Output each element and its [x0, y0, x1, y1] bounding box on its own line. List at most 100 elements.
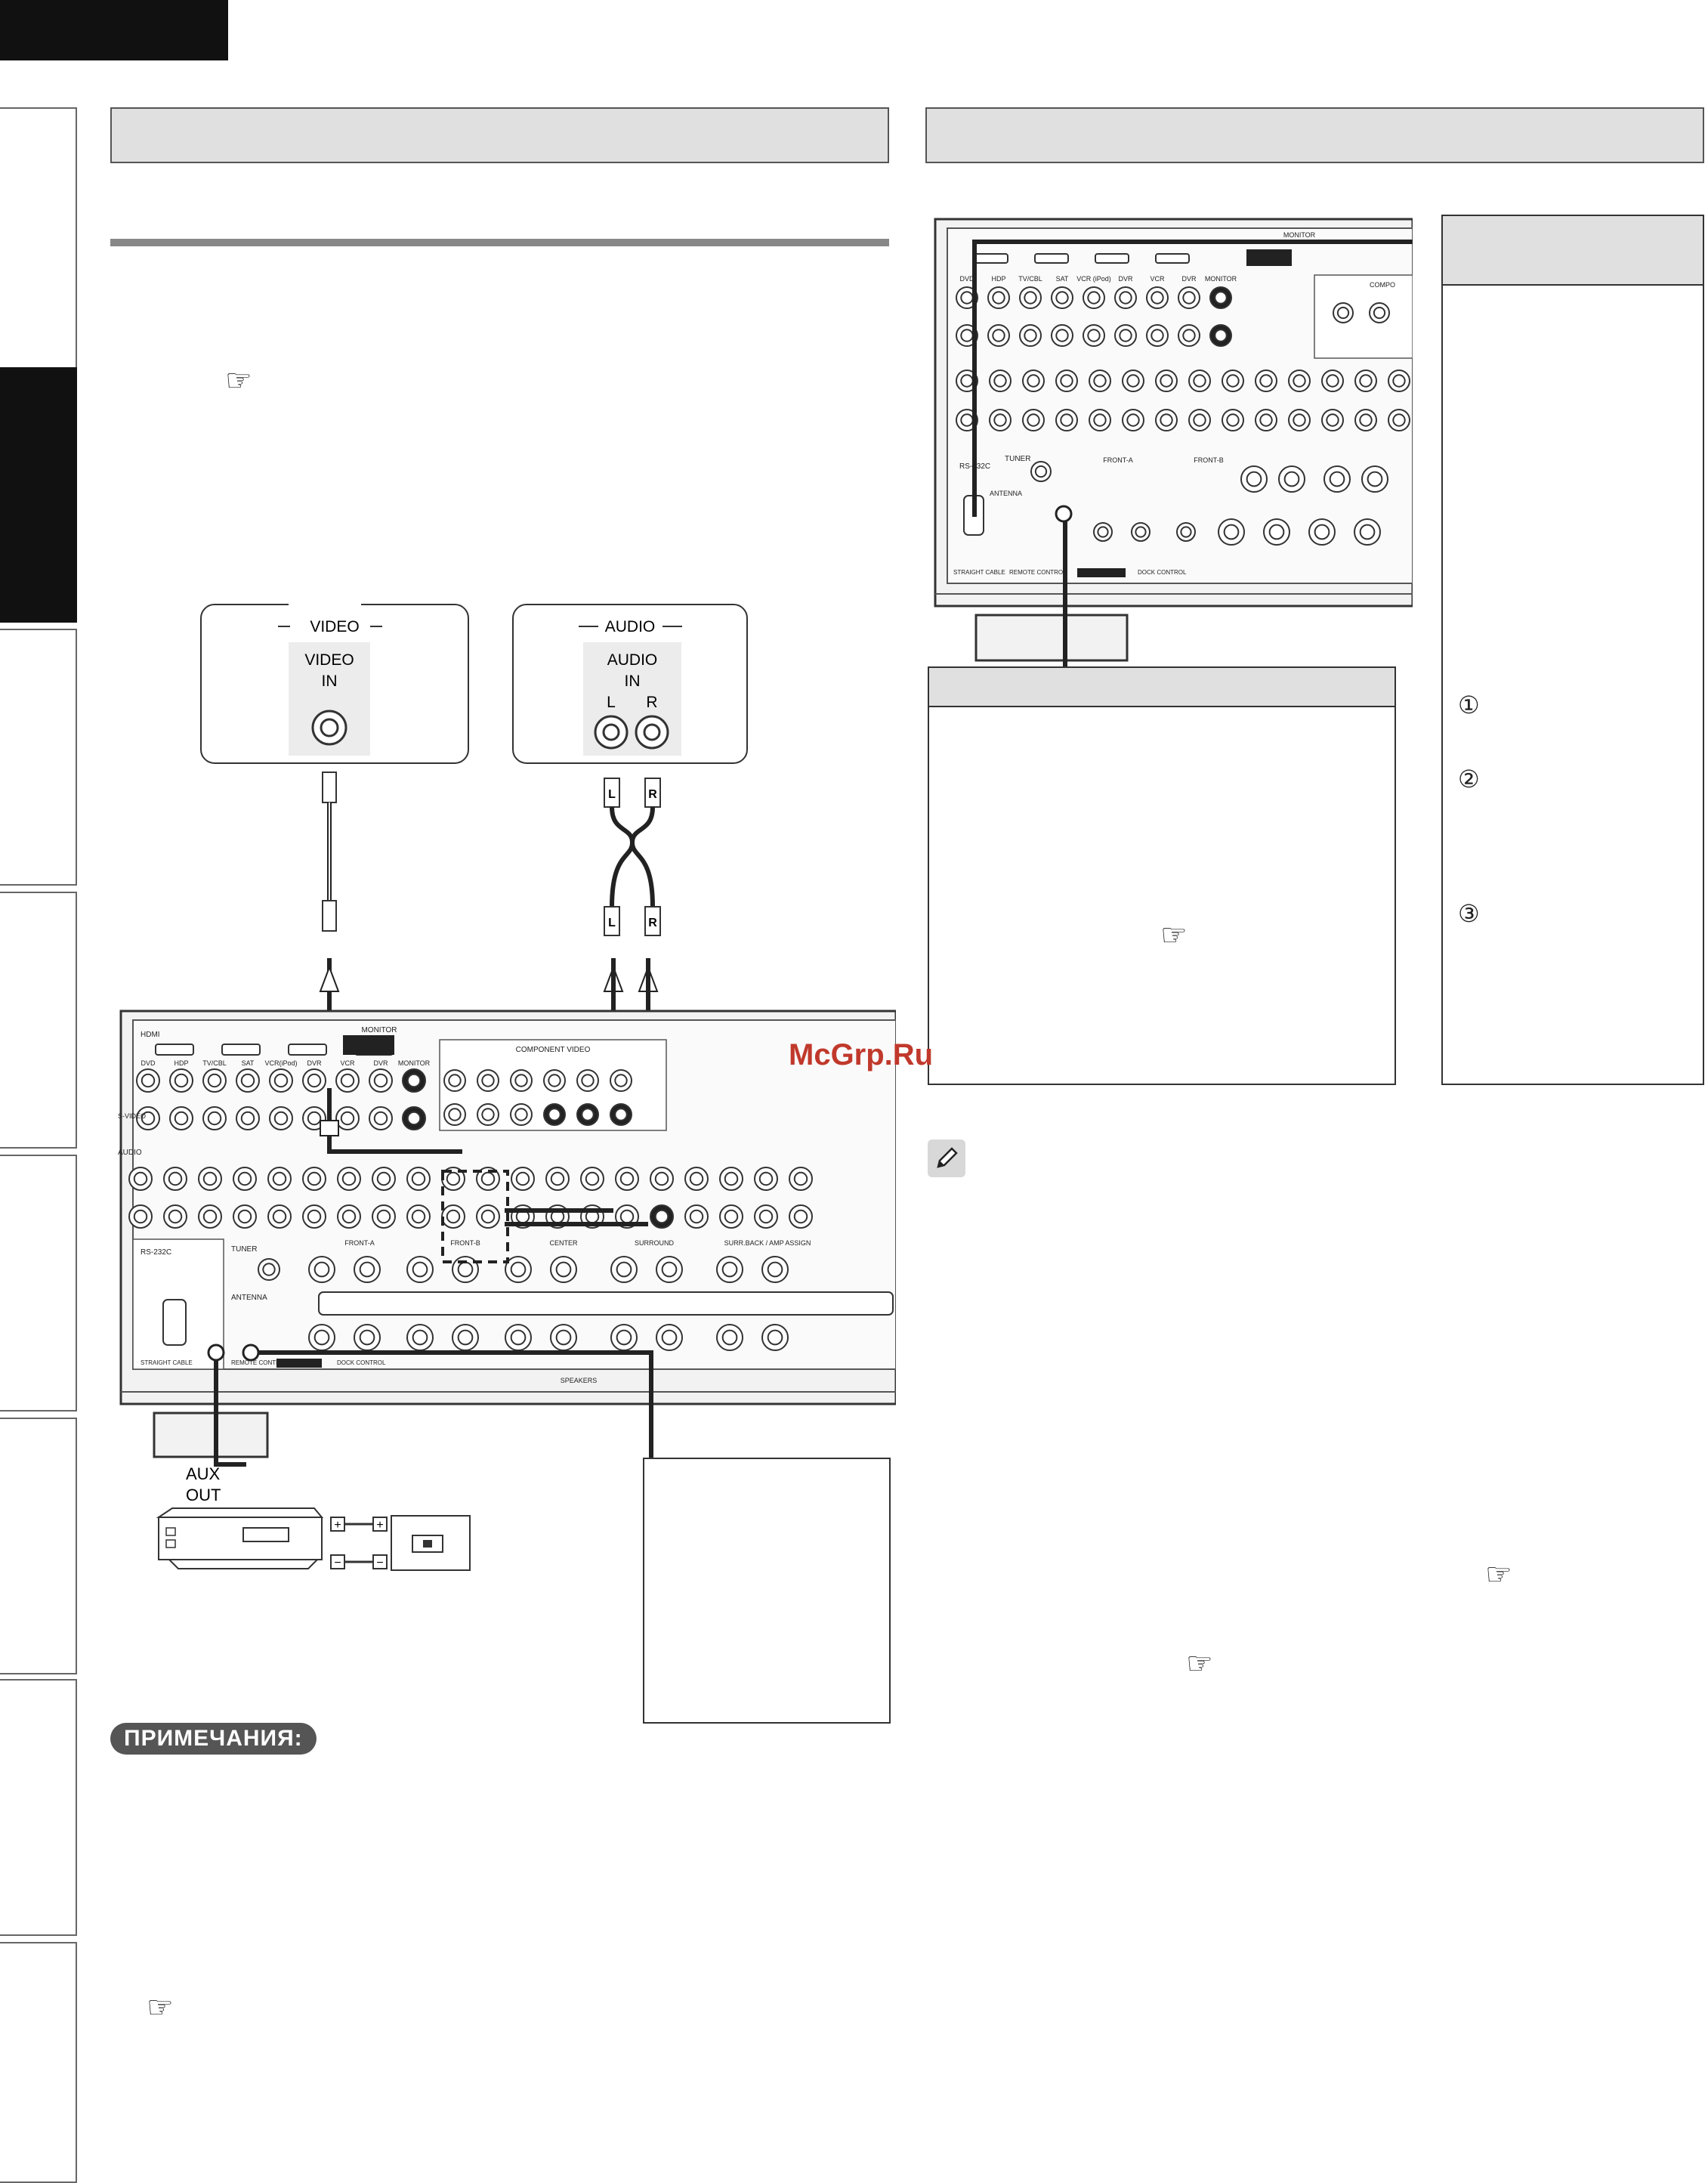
right-section-header — [925, 107, 1704, 163]
tuner-label: TUNER — [1005, 455, 1030, 463]
hdmi-port — [974, 253, 1008, 264]
tuner-label: TUNER — [231, 1245, 257, 1254]
front-b-label: FRONT-B — [1194, 456, 1224, 464]
left-section-header — [110, 107, 889, 163]
straight-cable-label: STRAIGHT CABLE — [953, 569, 1005, 576]
audio-left-label: L — [607, 694, 616, 711]
side-tab-6[interactable] — [0, 1418, 77, 1674]
hdmi-port — [221, 1044, 261, 1056]
video-jack-in-label: IN — [322, 673, 338, 690]
audio-label: AUDIO — [118, 1149, 142, 1157]
video-row-label: HDP — [991, 275, 1005, 283]
hdmi-monitor-out — [1246, 249, 1292, 266]
plug-r-top: R — [648, 788, 657, 801]
hdmi-port — [288, 1044, 327, 1056]
audio-jack-in-label: IN — [625, 673, 641, 690]
remote-control-label: REMOTE CONTROL — [1009, 569, 1067, 576]
component-label: COMPONENT VIDEO — [516, 1046, 591, 1054]
video-row-label: VCR — [1150, 275, 1165, 283]
speaker-group-label: FRONT-B — [450, 1239, 480, 1247]
hdmi-monitor-out — [343, 1035, 394, 1055]
hdmi-label: HDMI — [141, 1031, 160, 1039]
side-tab-5[interactable] — [0, 1155, 77, 1412]
hdmi-port — [1095, 253, 1129, 264]
antenna-label: ANTENNA — [990, 490, 1022, 497]
video-row-label: DVD — [141, 1059, 156, 1067]
trigger-out-tag — [276, 1359, 322, 1368]
aux-out-label-1: AUX — [186, 1464, 221, 1483]
step-2-marker: ② — [1458, 765, 1480, 793]
component-label: COMPO — [1370, 281, 1395, 289]
notes-badge: ПРИМЕЧАНИЯ: — [110, 1723, 317, 1755]
side-tab-active[interactable] — [0, 367, 77, 623]
hdmi-port — [155, 1044, 194, 1056]
trigger-info-box — [928, 666, 1396, 1085]
connection-diagram: VIDEO VIDEO IN AUDIO AUDIO IN L R L R L … — [118, 598, 896, 1724]
receiver-rear-panel-left: HDMI MONITOR DVD HDP TV/CBL SAT VCR(iPod) DVR VC… — [118, 1010, 896, 1458]
steps-box-header — [1443, 216, 1703, 286]
video-row-label: DVR — [373, 1059, 388, 1067]
trigger-out-tag — [1077, 568, 1126, 577]
amp-minus: − — [376, 1557, 383, 1569]
hand-pointer-icon: ☞ — [225, 363, 252, 398]
side-tab-3[interactable] — [0, 629, 77, 886]
audio-jack-label: AUDIO — [607, 651, 658, 669]
svideo-label: S-VIDEO — [118, 1112, 146, 1120]
hand-pointer-icon: ☞ — [147, 1990, 174, 2025]
aux-minus: − — [334, 1557, 341, 1569]
watermark-text: McGrp.Ru — [789, 1038, 934, 1071]
video-row-label: DVR — [307, 1059, 322, 1067]
side-tab-7[interactable] — [0, 1679, 77, 1936]
hand-pointer-icon: ☞ — [1186, 1647, 1213, 1681]
video-row-label: VCR (iPod) — [1076, 275, 1111, 283]
video-row-label: VCR — [340, 1059, 355, 1067]
rs232c-port — [162, 1299, 187, 1346]
front-a-label: FRONT-A — [1103, 456, 1133, 464]
video-jack-label: VIDEO — [304, 651, 354, 669]
video-row-label: HDP — [174, 1059, 188, 1067]
step-3-marker: ③ — [1458, 899, 1480, 928]
audio-box-title: AUDIO — [605, 618, 656, 635]
pencil-note-icon — [928, 1139, 965, 1177]
side-tab-4[interactable] — [0, 892, 77, 1149]
rs232c-label: RS-232C — [141, 1248, 171, 1257]
video-row-label: MONITOR — [1205, 275, 1237, 283]
zone2-highlight — [441, 1170, 509, 1263]
step-1-marker: ① — [1458, 691, 1480, 719]
speaker-group-label: CENTER — [549, 1239, 578, 1247]
callout-box — [643, 1458, 891, 1724]
amp-plus: + — [376, 1519, 383, 1532]
video-row-label: MONITOR — [398, 1059, 431, 1067]
speaker-group-label: SURROUND — [635, 1239, 675, 1247]
remote-control-label: REMOTE CONTROL — [231, 1359, 289, 1366]
hand-pointer-icon: ☞ — [1485, 1557, 1512, 1592]
monitor-out-label: MONITOR — [361, 1026, 397, 1034]
aux-plus: + — [334, 1519, 341, 1532]
aux-out-label-2: OUT — [186, 1486, 221, 1504]
video-row-label: DVD — [959, 275, 974, 283]
side-tab-8[interactable] — [0, 1942, 77, 2183]
hand-pointer-icon: ☞ — [1160, 918, 1188, 953]
video-row-label: DVR — [1181, 275, 1197, 283]
hdmi-port — [1155, 253, 1190, 264]
video-row-label: TV/CBL — [202, 1059, 227, 1067]
video-row-label: SAT — [1056, 275, 1069, 283]
steps-box: ① ② ③ — [1441, 215, 1704, 1085]
video-row-label: TV/CBL — [1018, 275, 1042, 283]
video-row-label: DVR — [1118, 275, 1133, 283]
speakers-label: SPEAKERS — [561, 1377, 598, 1384]
plug-r-bottom: R — [648, 917, 657, 929]
video-row-label: SAT — [242, 1059, 255, 1067]
dock-control-label: DOCK CONTROL — [1138, 569, 1187, 576]
chapter-tab-header — [0, 0, 228, 60]
video-plug-top — [322, 771, 337, 803]
plug-l-top: L — [608, 788, 616, 801]
hdmi-port — [1034, 253, 1069, 264]
straight-cable-label: STRAIGHT CABLE — [141, 1359, 193, 1366]
trigger-info-header — [929, 668, 1395, 707]
video-row-label: VCR(iPod) — [264, 1059, 297, 1067]
video-arrow — [319, 965, 340, 992]
subsection-rule — [110, 239, 889, 246]
receiver-rear-panel-right: MONITOR DVD HDP TV/CBL SAT VCR (iPod) DVR VCR DV… — [934, 218, 1413, 668]
dock-control-label: DOCK CONTROL — [337, 1359, 386, 1366]
